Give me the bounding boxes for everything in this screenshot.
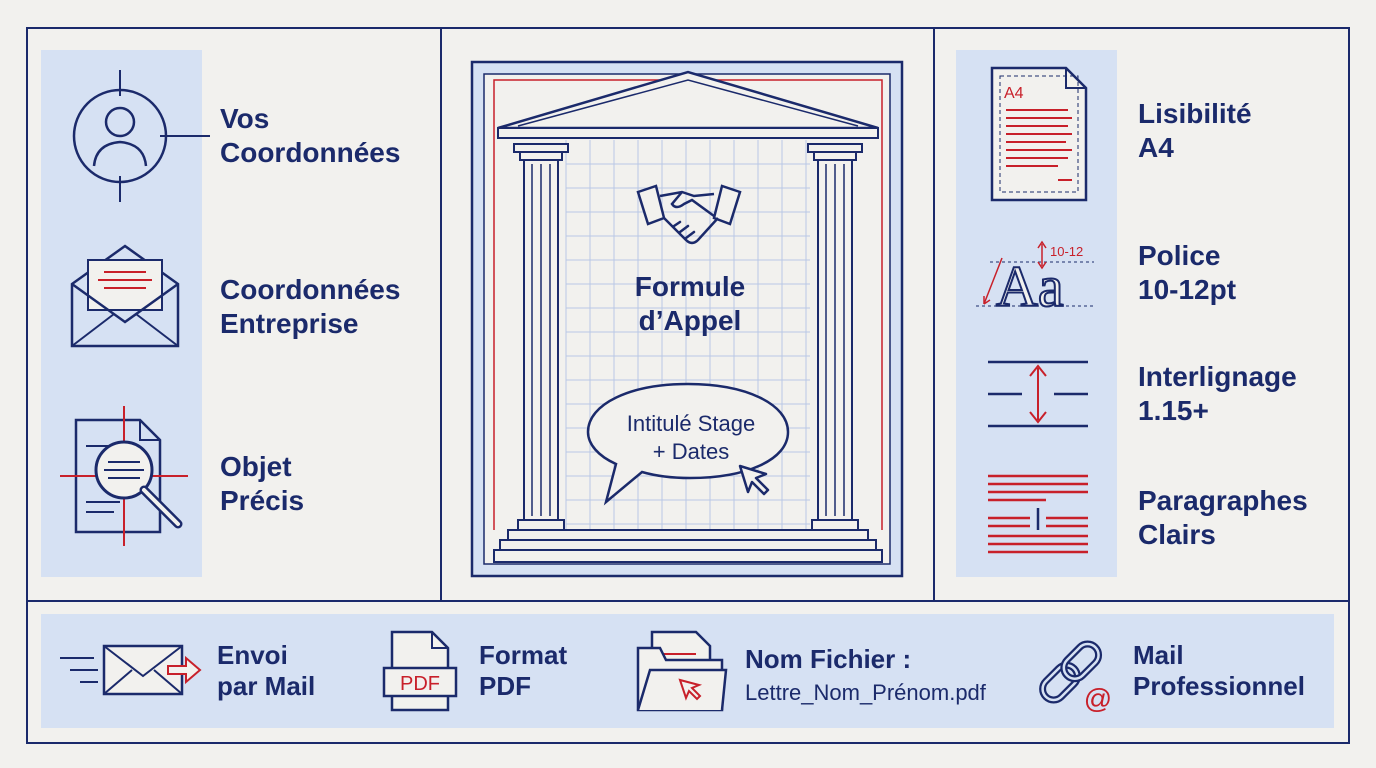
line-spacing-icon — [988, 360, 1088, 428]
font-size-badge: 10-12 — [1050, 244, 1083, 259]
label-line1: Nom Fichier : — [745, 644, 912, 674]
label-line1: Envoi — [217, 640, 288, 670]
label-line2: A4 — [1138, 132, 1174, 163]
label-line2: par Mail — [217, 671, 316, 701]
label-line1: Interlignage — [1138, 361, 1297, 392]
label-interlignage: Interlignage 1.15+ — [1138, 360, 1297, 428]
chain-link-at-icon: @ — [1039, 640, 1112, 714]
send-mail-icon — [60, 644, 202, 696]
label-line2: Entreprise — [220, 308, 359, 339]
label-objet-precis: Objet Précis — [220, 450, 304, 518]
paragraph-icon — [988, 474, 1088, 554]
label-line2: Professionnel — [1133, 671, 1305, 701]
a4-badge: A4 — [1004, 85, 1024, 102]
title-line2: d’Appel — [638, 305, 742, 336]
label-line2: Clairs — [1138, 519, 1216, 550]
label-line2: 1.15+ — [1138, 395, 1209, 426]
cursor-arrow-icon — [738, 464, 770, 496]
envelope-letter-icon — [70, 244, 180, 348]
label-line1: Objet — [220, 451, 292, 482]
divider-left — [440, 27, 442, 602]
label-nom-fichier: Nom Fichier : Lettre_Nom_Prénom.pdf — [745, 644, 986, 708]
bubble-line2: + Dates — [652, 439, 730, 464]
label-coordonnees-entreprise: Coordonnées Entreprise — [220, 273, 400, 341]
label-envoi-mail: Envoi par Mail — [217, 640, 315, 702]
label-line1: Coordonnées — [220, 274, 401, 305]
label-line1: Format — [479, 640, 568, 670]
a4-page-icon: A4 — [990, 66, 1088, 202]
label-police: Police 10-12pt — [1138, 239, 1236, 307]
label-line1: Paragraphes — [1138, 485, 1308, 516]
label-line2: Précis — [220, 485, 305, 516]
divider-right — [933, 27, 935, 602]
pdf-file-icon: PDF — [382, 630, 458, 712]
user-profile-icon — [72, 70, 210, 202]
label-line1: Vos — [220, 103, 270, 134]
aa-glyph: Aa — [996, 254, 1064, 319]
pdf-badge: PDF — [400, 673, 440, 695]
filename-text: Lettre_Nom_Prénom.pdf — [745, 680, 986, 705]
label-vos-coordonnees: Vos Coordonnées — [220, 102, 400, 170]
bubble-line1: Intitulé Stage — [626, 411, 756, 436]
label-line2: 10-12pt — [1138, 274, 1237, 305]
label-line1: Police — [1138, 240, 1221, 271]
temple-illustration — [470, 60, 904, 578]
bubble-text: Intitulé Stage + Dates — [596, 410, 786, 466]
label-line1: Mail — [1133, 640, 1184, 670]
formule-appel-title: Formule d’Appel — [590, 270, 790, 338]
bottom-section-frame — [26, 600, 1350, 744]
label-format-pdf: Format PDF — [479, 640, 567, 702]
document-magnifier-icon — [60, 406, 188, 546]
label-line2: PDF — [479, 671, 531, 701]
handshake-icon — [636, 184, 742, 245]
label-lisibilite-a4: Lisibilité A4 — [1138, 97, 1252, 165]
label-paragraphes: Paragraphes Clairs — [1138, 484, 1308, 552]
label-line1: Lisibilité — [1138, 98, 1252, 129]
folder-file-icon — [636, 630, 728, 712]
label-line2: Coordonnées — [220, 137, 401, 168]
title-line1: Formule — [634, 271, 746, 302]
at-badge: @ — [1084, 683, 1112, 714]
label-mail-professionnel: Mail Professionnel — [1133, 640, 1305, 702]
font-size-icon: Aa 10-12 — [976, 240, 1094, 320]
speech-bubble — [586, 382, 790, 506]
